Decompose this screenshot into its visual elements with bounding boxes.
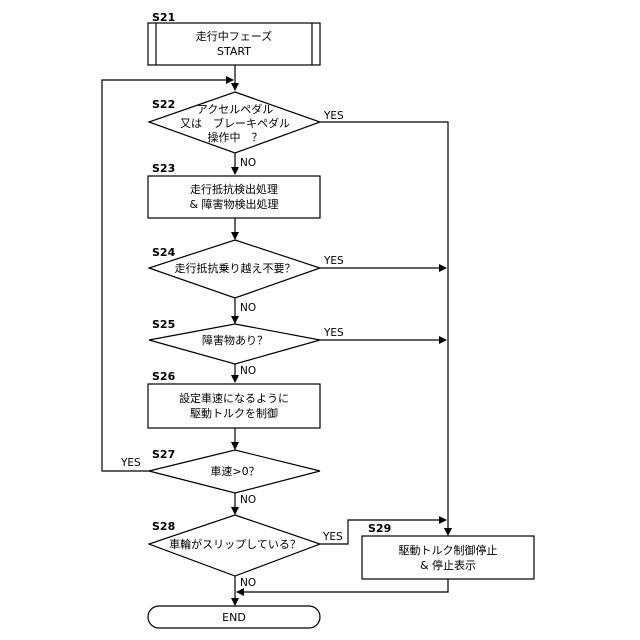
step-text: 操作中 ？ xyxy=(208,130,263,144)
step-text: END xyxy=(222,611,246,624)
step-text: & 障害物検出処理 xyxy=(189,197,278,211)
branch-no: NO xyxy=(240,157,256,169)
step-text: & 停止表示 xyxy=(420,558,476,572)
decision-s28: S28 車輪がスリップしている？ YES NO xyxy=(149,515,343,589)
branch-no: NO xyxy=(240,365,256,377)
branch-no: NO xyxy=(240,494,256,506)
step-label: S23 xyxy=(152,162,175,175)
step-text: 車輪がスリップしている？ xyxy=(169,537,301,551)
step-text: 又は ブレーキペダル xyxy=(180,116,290,130)
step-s23: S23 走行抵抗検出処理 & 障害物検出処理 xyxy=(148,162,320,218)
branch-yes: YES xyxy=(323,110,344,122)
step-text: 障害物あり？ xyxy=(202,333,268,347)
branch-yes: YES xyxy=(323,255,344,267)
step-text: 設定車速になるように xyxy=(179,391,289,405)
step-text: START xyxy=(217,45,251,58)
step-label: S25 xyxy=(152,318,175,331)
branch-no: NO xyxy=(240,577,256,589)
step-text: 駆動トルク制御停止 xyxy=(399,543,498,557)
step-label: S24 xyxy=(152,246,176,259)
decision-s25: S25 障害物あり？ YES NO xyxy=(149,318,344,377)
branch-no: NO xyxy=(240,302,256,314)
branch-yes: YES xyxy=(323,327,344,339)
branch-yes: YES xyxy=(322,531,343,543)
step-text: 走行中フェーズ xyxy=(196,29,272,43)
decision-s27: S27 車速>0？ YES NO xyxy=(120,448,320,506)
step-text: 走行抵抗検出処理 xyxy=(190,182,278,196)
step-label: S26 xyxy=(152,370,176,383)
step-text: 車速>0？ xyxy=(210,464,259,478)
decision-s22: S22 アクセルペダル 又は ブレーキペダル 操作中 ？ YES NO xyxy=(149,92,344,169)
branch-yes: YES xyxy=(120,457,141,469)
step-label: S21 xyxy=(152,11,175,24)
step-text: アクセルペダル xyxy=(197,102,273,116)
step-label: S28 xyxy=(152,520,175,533)
decision-s24: S24 走行抵抗乗り越え不要？ YES NO xyxy=(149,240,344,314)
terminal-end: END xyxy=(148,606,320,628)
step-label: S29 xyxy=(368,522,391,535)
step-label: S22 xyxy=(152,98,175,111)
step-text: 走行抵抗乗り越え不要？ xyxy=(175,261,296,275)
step-text: 駆動トルクを制御 xyxy=(190,406,278,420)
step-s21: S21 走行中フェーズ START xyxy=(148,11,320,65)
step-s26: S26 設定車速になるように 駆動トルクを制御 xyxy=(148,370,320,428)
step-label: S27 xyxy=(152,448,175,461)
